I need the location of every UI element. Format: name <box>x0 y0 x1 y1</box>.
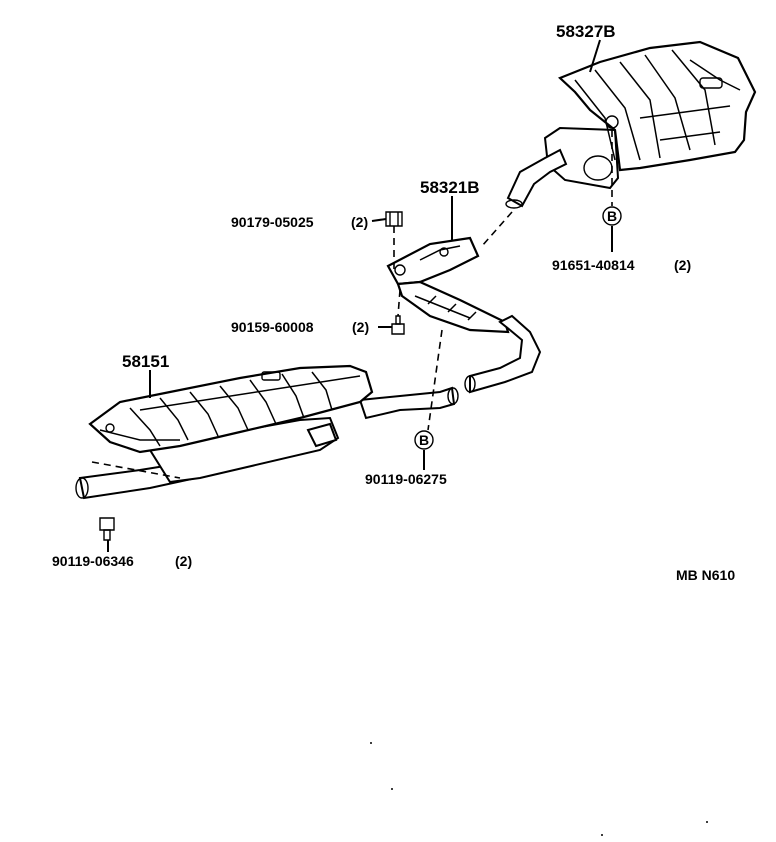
label-clip-rear: 91651-40814 <box>552 257 635 273</box>
intermediate-pipe-rear <box>481 148 568 247</box>
label-bracket: 58321B <box>420 178 480 197</box>
label-bolt-front: 90119-06346 <box>52 553 134 569</box>
bolt-bracket-icon <box>391 315 405 335</box>
intermediate-pipe-middle <box>464 314 542 394</box>
dash-bolt-front <box>91 461 181 479</box>
rear-heat-insulator <box>557 40 757 172</box>
label-bolt-bracket: 90159-60008 <box>231 319 314 335</box>
diagram-code: MB N610 <box>676 567 735 583</box>
bolt-front-icon <box>99 517 115 541</box>
label-bolt-front-qty: (2) <box>175 553 192 569</box>
label-nut-upper-qty: (2) <box>351 214 368 230</box>
front-heat-insulator <box>88 364 374 454</box>
speck <box>370 742 372 744</box>
label-clip-center: 90119-06275 <box>365 471 447 487</box>
dash-bolt-bracket <box>397 289 401 317</box>
leader-heat-insulator-rear <box>589 39 601 73</box>
bracket <box>386 236 510 334</box>
leader-nut-upper <box>371 218 387 222</box>
svg-text:B: B <box>419 432 429 448</box>
dash-clip-center <box>427 329 443 431</box>
speck <box>601 834 603 836</box>
clip-center-marker: B <box>414 430 434 450</box>
label-nut-upper: 90179-05025 <box>231 214 314 230</box>
speck <box>706 821 708 823</box>
nut-upper-icon <box>385 211 403 227</box>
label-heat-insulator-front: 58151 <box>122 352 169 371</box>
clip-rear-marker: B <box>602 206 622 226</box>
label-bolt-bracket-qty: (2) <box>352 319 369 335</box>
svg-text:B: B <box>607 208 617 224</box>
label-clip-rear-qty: (2) <box>674 257 691 273</box>
speck <box>391 788 393 790</box>
label-heat-insulator-rear: 58327B <box>556 22 616 41</box>
